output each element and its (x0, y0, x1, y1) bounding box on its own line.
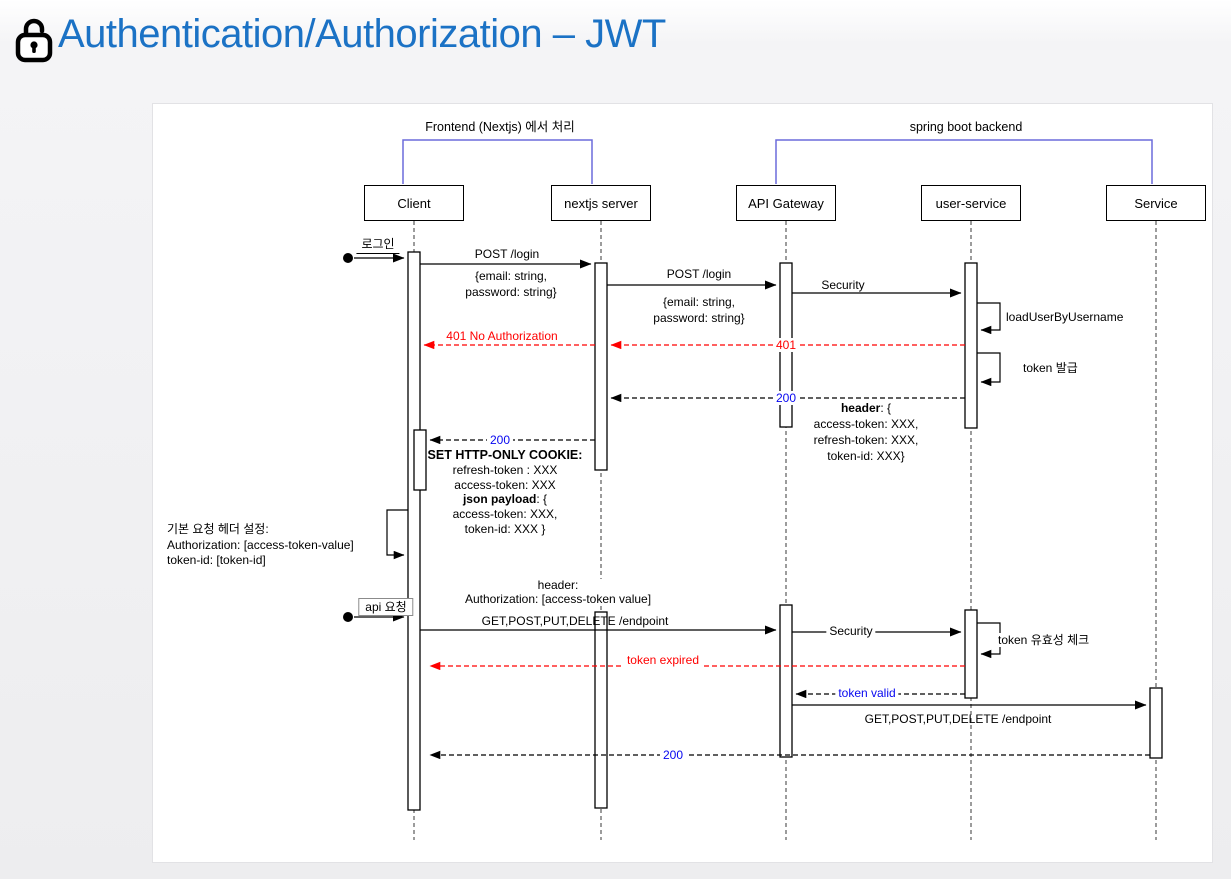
actor-client: Client (364, 185, 464, 221)
msg-login: 로그인 (356, 237, 400, 254)
group-label-frontend: Frontend (Nextjs) 에서 처리 (425, 120, 575, 134)
msg-token-expired: token expired (623, 653, 703, 667)
msg-200-user-service: 200 (772, 391, 800, 405)
msg-401-no-authorization: 401 No Authorization (443, 329, 561, 343)
msg-post-login-2: POST /login (666, 267, 732, 281)
diagram-panel (152, 103, 1213, 863)
lock-icon (13, 17, 55, 68)
actor-service: Service (1106, 185, 1206, 221)
actor-nextjs-server: nextjs server (551, 185, 651, 221)
request-header-note: header: Authorization: [access-token val… (461, 578, 655, 606)
msg-get-endpoint-1: GET,POST,PUT,DELETE /endpoint (481, 614, 669, 628)
msg-security-2: Security (826, 624, 876, 638)
msg-security-1: Security (821, 278, 865, 292)
page-title: Authentication/Authorization – JWT (58, 12, 666, 56)
msg-token-check: token 유효성 체크 (995, 633, 1093, 647)
msg-get-endpoint-2: GET,POST,PUT,DELETE /endpoint (864, 712, 1052, 726)
msg-api-request: api 요청 (358, 598, 414, 616)
msg-200-final: 200 (659, 748, 687, 762)
actor-user-service: user-service (921, 185, 1021, 221)
msg-401: 401 (772, 338, 800, 352)
actor-api-gateway: API Gateway (736, 185, 836, 221)
client-header-note: 기본 요청 헤더 설정: Authorization: [access-toke… (158, 518, 363, 573)
cookie-block: SET HTTP-ONLY COOKIE: refresh-token : XX… (427, 448, 583, 536)
msg-token-valid: token valid (835, 686, 899, 700)
msg-200-nextjs: 200 (486, 433, 514, 447)
response-header-block: header: { access-token: XXX, refresh-tok… (813, 401, 919, 463)
msg-token-issue: token 발급 (1020, 361, 1081, 375)
payload-login-2: {email: string, password: string} (653, 295, 745, 325)
payload-login-1: {email: string, password: string} (465, 269, 557, 299)
msg-load-user: loadUserByUsername (1003, 310, 1127, 324)
group-label-backend: spring boot backend (909, 120, 1023, 134)
msg-post-login-1: POST /login (474, 247, 540, 261)
